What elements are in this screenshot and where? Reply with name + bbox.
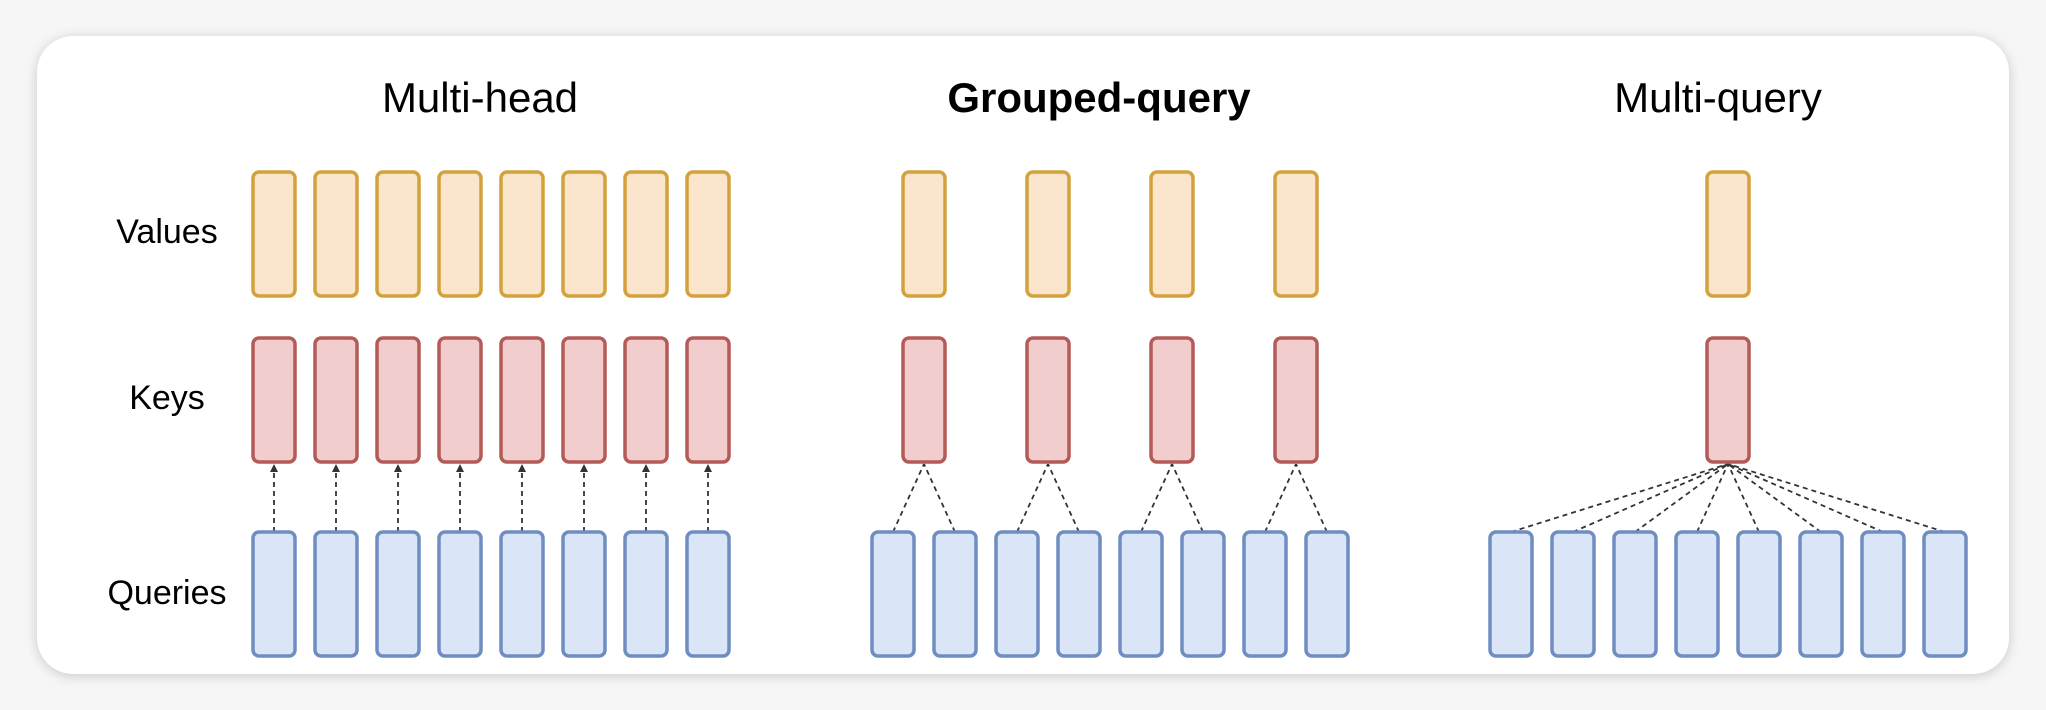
value-head (623, 170, 669, 298)
value-head (1025, 170, 1071, 298)
query-key-connector (1140, 463, 1173, 533)
query-key-connector (1727, 463, 1760, 533)
key-head (623, 336, 669, 464)
value-head (1705, 170, 1751, 298)
query-key-connector (1510, 463, 1729, 533)
query-key-connector (1572, 463, 1729, 533)
key-head (437, 336, 483, 464)
key-head (499, 336, 545, 464)
query-head (375, 530, 421, 658)
key-head (375, 336, 421, 464)
query-head (1736, 530, 1782, 658)
value-head (1149, 170, 1195, 298)
query-key-connector (1727, 463, 1822, 533)
query-head (1860, 530, 1906, 658)
query-head (1674, 530, 1720, 658)
panel-title-grouped-query: Grouped-query (947, 74, 1251, 121)
key-head (685, 336, 731, 464)
query-key-connector (892, 463, 925, 533)
query-head (1118, 530, 1164, 658)
row-label-values: Values (116, 213, 217, 251)
query-key-connector (923, 463, 956, 533)
value-head (251, 170, 297, 298)
query-key-connector (1634, 463, 1729, 533)
query-key-connector (1264, 463, 1297, 533)
key-head (1273, 336, 1319, 464)
row-label-keys: Keys (129, 379, 205, 417)
query-head (437, 530, 483, 658)
key-head (901, 336, 947, 464)
query-head (623, 530, 669, 658)
query-head (1798, 530, 1844, 658)
query-key-connector (1171, 463, 1204, 533)
key-head (1705, 336, 1751, 464)
query-head (1056, 530, 1102, 658)
query-key-connector (1727, 463, 1946, 533)
query-head (685, 530, 731, 658)
query-head (251, 530, 297, 658)
key-head (313, 336, 359, 464)
key-head (561, 336, 607, 464)
value-head (313, 170, 359, 298)
query-head (932, 530, 978, 658)
query-head (1488, 530, 1534, 658)
value-head (1273, 170, 1319, 298)
query-head (1922, 530, 1968, 658)
query-head (1550, 530, 1596, 658)
row-label-queries: Queries (107, 574, 226, 612)
query-head (870, 530, 916, 658)
query-head (1304, 530, 1350, 658)
query-head (994, 530, 1040, 658)
query-key-connector (1696, 463, 1729, 533)
query-head (499, 530, 545, 658)
head-blocks (251, 170, 1968, 658)
value-head (499, 170, 545, 298)
query-head (1242, 530, 1288, 658)
value-head (685, 170, 731, 298)
value-head (375, 170, 421, 298)
query-head (1180, 530, 1226, 658)
key-head (251, 336, 297, 464)
key-head (1149, 336, 1195, 464)
query-head (561, 530, 607, 658)
key-head (1025, 336, 1071, 464)
panel-title-multi-query: Multi-query (1614, 74, 1822, 121)
query-key-connector (1727, 463, 1884, 533)
query-head (1612, 530, 1658, 658)
panel-title-multi-head: Multi-head (382, 74, 578, 121)
query-head (313, 530, 359, 658)
query-key-connector (1295, 463, 1328, 533)
value-head (561, 170, 607, 298)
value-head (437, 170, 483, 298)
value-head (901, 170, 947, 298)
query-key-connector (1047, 463, 1080, 533)
query-key-connector (1016, 463, 1049, 533)
